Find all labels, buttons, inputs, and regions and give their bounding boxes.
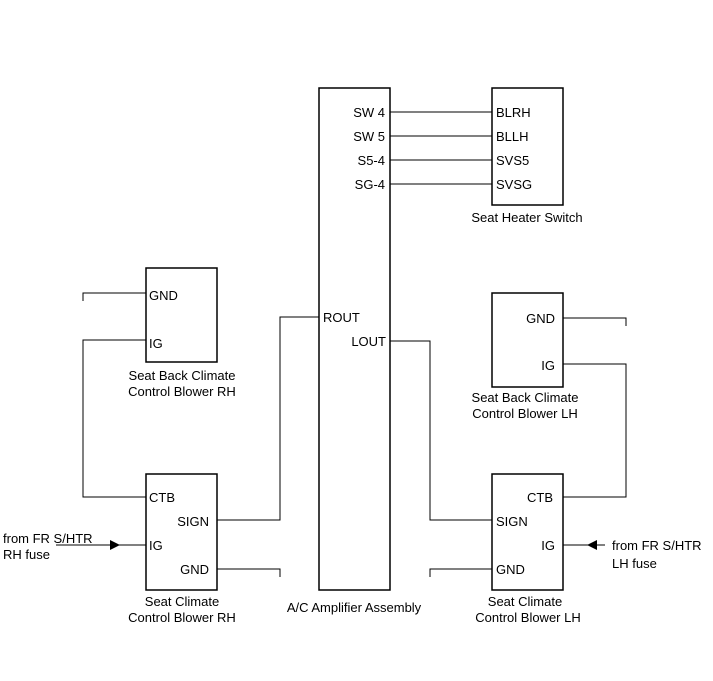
seat-rh-title-2: Control Blower RH bbox=[128, 610, 236, 625]
wire-rout-sign-rh bbox=[217, 316, 319, 521]
back-blower-rh-box bbox=[145, 267, 218, 363]
back-lh-pin-ig: IG bbox=[541, 358, 555, 373]
fuse-lh-label-2: LH fuse bbox=[612, 556, 657, 571]
seat-blower-lh-box bbox=[491, 473, 564, 591]
seat-lh-title-1: Seat Climate bbox=[488, 594, 562, 609]
seat-lh-pin-ig: IG bbox=[541, 538, 555, 553]
wire-ig-ctb-lh bbox=[563, 363, 627, 498]
amp-pin-sw5: SW 5 bbox=[353, 129, 385, 144]
amp-title: A/C Amplifier Assembly bbox=[287, 600, 422, 615]
wires bbox=[56, 111, 627, 577]
fuse-rh-label-2: RH fuse bbox=[3, 547, 50, 562]
ground-icon bbox=[269, 577, 291, 589]
wire-gnd-seat-rh bbox=[217, 568, 281, 577]
switch-pin-svsg: SVSG bbox=[496, 177, 532, 192]
arrow-right-icon bbox=[110, 540, 120, 550]
wire-ig-ctb-rh bbox=[82, 339, 146, 498]
back-rh-pin-ig: IG bbox=[149, 336, 163, 351]
ground-icon bbox=[72, 301, 94, 313]
wire-gnd-seat-lh bbox=[429, 568, 492, 577]
back-rh-title-2: Control Blower RH bbox=[128, 384, 236, 399]
amp-pin-sw4: SW 4 bbox=[353, 105, 385, 120]
back-rh-title-1: Seat Back Climate bbox=[129, 368, 236, 383]
switch-title: Seat Heater Switch bbox=[471, 210, 582, 225]
seat-lh-pin-gnd: GND bbox=[496, 562, 525, 577]
seat-rh-pin-ctb: CTB bbox=[149, 490, 175, 505]
wire-lout-sign-lh bbox=[390, 340, 492, 521]
ground-icon bbox=[419, 577, 441, 589]
wire-gnd-back-lh bbox=[563, 317, 627, 326]
fuse-rh-label-1: from FR S/HTR bbox=[3, 531, 93, 546]
ground-icon bbox=[615, 326, 637, 338]
back-blower-lh-box bbox=[491, 292, 564, 388]
seat-lh-pin-sign: SIGN bbox=[496, 514, 528, 529]
ac-amplifier-box bbox=[318, 87, 391, 591]
back-lh-title-1: Seat Back Climate bbox=[472, 390, 579, 405]
seat-rh-pin-ig: IG bbox=[149, 538, 163, 553]
switch-pin-blrh: BLRH bbox=[496, 105, 531, 120]
amp-pin-rout: ROUT bbox=[323, 310, 360, 325]
seat-rh-pin-gnd: GND bbox=[180, 562, 209, 577]
amp-pin-s54: S5-4 bbox=[358, 153, 385, 168]
fuse-lh-label-1: from FR S/HTR bbox=[612, 538, 702, 553]
seat-rh-title-1: Seat Climate bbox=[145, 594, 219, 609]
amp-pin-lout: LOUT bbox=[351, 334, 386, 349]
back-lh-title-2: Control Blower LH bbox=[472, 406, 578, 421]
amp-pin-sg4: SG-4 bbox=[355, 177, 385, 192]
switch-pin-bllh: BLLH bbox=[496, 129, 529, 144]
seat-lh-pin-ctb: CTB bbox=[527, 490, 553, 505]
wire-gnd-back-rh bbox=[82, 292, 146, 301]
switch-pin-svs5: SVS5 bbox=[496, 153, 529, 168]
back-lh-pin-gnd: GND bbox=[526, 311, 555, 326]
seat-blower-rh-box bbox=[145, 473, 218, 591]
seat-heater-switch-box bbox=[491, 87, 564, 206]
back-rh-pin-gnd: GND bbox=[149, 288, 178, 303]
seat-rh-pin-sign: SIGN bbox=[177, 514, 209, 529]
seat-lh-title-2: Control Blower LH bbox=[475, 610, 581, 625]
arrow-left-icon bbox=[587, 540, 597, 550]
